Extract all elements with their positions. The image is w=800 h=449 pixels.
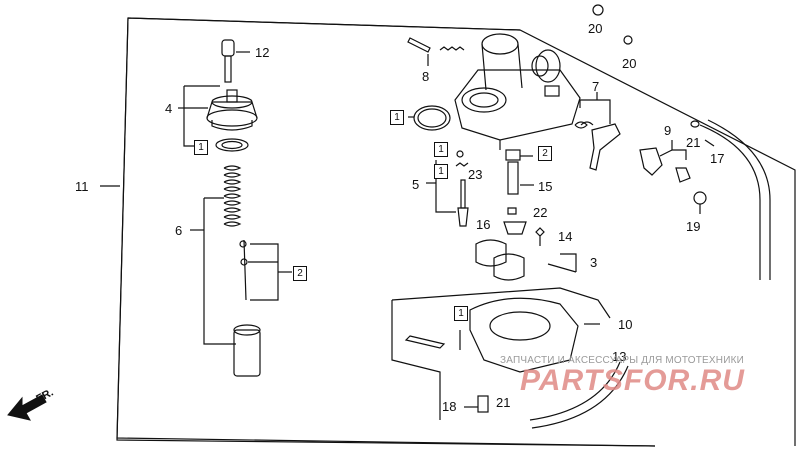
part-12-drawing: [221, 39, 250, 83]
label-part-23: 23: [468, 167, 483, 182]
part-13-drawing: [529, 361, 629, 429]
ref-box-2: 2: [538, 146, 552, 161]
watermark-brand-logo[interactable]: PARTSFOR.RU: [520, 364, 745, 397]
part-8-drawing: [407, 37, 465, 66]
spring-drawing: [223, 165, 242, 227]
label-part-5: 5: [412, 177, 420, 192]
label-part-21b: 21: [496, 395, 511, 410]
label-part-22: 22: [533, 205, 548, 220]
assembly-frame-line: [116, 17, 796, 447]
ref-box-1: 1: [434, 164, 448, 179]
ref-box-1: 1: [390, 110, 404, 125]
part-16-drawing: [503, 221, 527, 235]
label-part-9: 9: [664, 123, 672, 138]
label-part-4: 4: [165, 101, 173, 116]
label-part-10: 10: [618, 317, 633, 332]
label-part-19: 19: [686, 219, 701, 234]
ref-box-1: 1: [454, 306, 468, 321]
part-19-drawing: [693, 191, 707, 214]
part-17-drawing: [690, 119, 771, 280]
label-part-20a: 20: [588, 21, 603, 36]
ref-box-1: 1: [194, 140, 208, 155]
ref-box-1: 1: [434, 142, 448, 157]
carburetor-body-drawing: [454, 33, 581, 150]
watermark-tagline: ЗАПЧАСТИ И АКСЕССУАРЫ ДЛЯ МОТОТЕХНИКИ: [500, 355, 745, 366]
part-20b-drawing: [623, 35, 633, 45]
label-part-21a: 21: [686, 135, 701, 150]
label-part-15: 15: [538, 179, 553, 194]
label-part-7: 7: [592, 79, 600, 94]
label-part-18: 18: [442, 399, 457, 414]
gasket-ring: [215, 138, 249, 152]
jet-needle-drawing: [239, 239, 292, 301]
part-22-drawing: [507, 207, 517, 215]
ref-box-2: 2: [293, 266, 307, 281]
part-18-drawing: [464, 395, 489, 413]
label-part-8: 8: [422, 69, 430, 84]
label-part-20b: 20: [622, 56, 637, 71]
part-5-drawing: [426, 150, 469, 227]
label-part-3: 3: [590, 255, 598, 270]
label-part-17: 17: [710, 151, 725, 166]
label-part-6: 6: [175, 223, 183, 238]
label-part-13: 13: [612, 349, 627, 364]
part-20a-drawing: [592, 4, 604, 16]
label-part-12: 12: [255, 45, 270, 60]
part-14-drawing: [535, 227, 545, 246]
part-15-drawing: [505, 149, 534, 195]
label-part-14: 14: [558, 229, 573, 244]
throttle-valve-drawing: [233, 324, 261, 377]
o-ring: [413, 105, 451, 131]
label-part-11: 11: [75, 179, 89, 194]
part-7-drawing: [574, 92, 621, 171]
part-10-drawing: [391, 287, 611, 420]
part-9-drawing: [639, 140, 691, 183]
part-3-drawing: [475, 239, 577, 281]
label-part-16: 16: [476, 217, 491, 232]
front-direction-arrow: [7, 394, 47, 421]
front-direction-indicator: FR.: [8, 387, 68, 418]
part-4-drawing: [178, 85, 258, 147]
